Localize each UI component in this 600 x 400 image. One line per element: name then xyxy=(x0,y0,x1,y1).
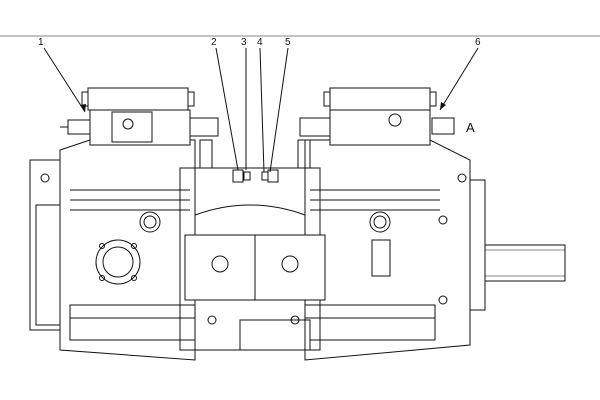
callout-1: 1 xyxy=(38,37,44,48)
bottom-port-block xyxy=(239,319,311,351)
right-regulator xyxy=(297,87,455,169)
adjust-screw-right xyxy=(431,117,455,135)
left-circular-cover xyxy=(95,211,161,285)
adjust-screw-left xyxy=(67,119,91,135)
callout-6: 6 xyxy=(475,37,481,48)
callout-3: 3 xyxy=(241,37,247,48)
view-label: A xyxy=(466,120,475,135)
port-hole-right xyxy=(281,255,299,273)
right-plug xyxy=(369,211,391,277)
port-hole-left xyxy=(211,255,229,273)
center-plate-right xyxy=(254,234,326,301)
callout-4: 4 xyxy=(257,37,263,48)
plug-left xyxy=(139,211,161,233)
pump-body xyxy=(29,139,471,361)
leader-lines xyxy=(43,47,479,173)
right-casing xyxy=(304,139,471,361)
callout-5: 5 xyxy=(285,37,291,48)
center-plate-left xyxy=(184,234,256,301)
output-shaft xyxy=(469,179,566,311)
callout-2: 2 xyxy=(211,37,217,48)
nameplate xyxy=(371,239,391,277)
callouts: 1 2 3 4 5 6 A xyxy=(38,37,481,135)
left-regulator xyxy=(60,87,219,169)
